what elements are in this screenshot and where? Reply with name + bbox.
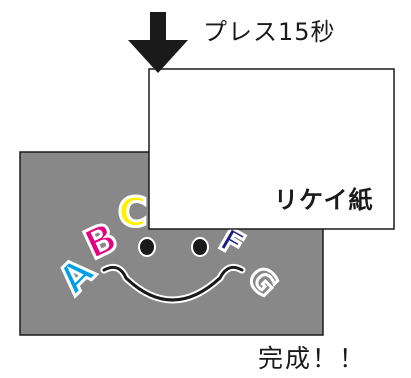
completion-label: 完成！！ bbox=[258, 344, 367, 373]
release-paper-label: リケイ紙 bbox=[274, 186, 374, 214]
right-eye bbox=[191, 237, 209, 257]
press-arrow-icon bbox=[128, 12, 188, 73]
press-time-label: プレス15秒 bbox=[203, 18, 336, 46]
smile-mouth-inner bbox=[102, 265, 244, 302]
left-eye bbox=[138, 237, 156, 257]
release-paper bbox=[148, 68, 395, 230]
letter-c: C bbox=[118, 190, 147, 236]
smiley-face bbox=[100, 237, 246, 304]
